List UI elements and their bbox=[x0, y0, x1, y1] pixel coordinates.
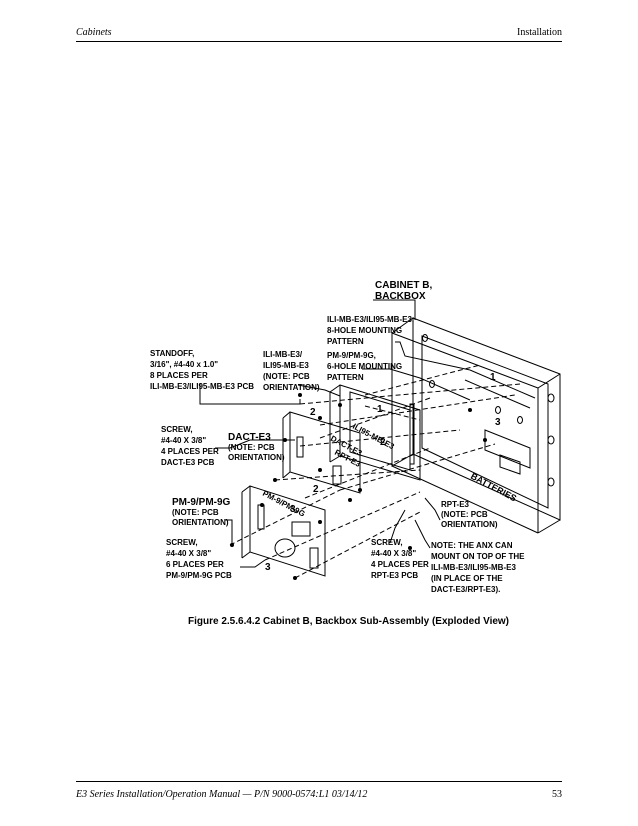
diagram-labels: CABINET B, BACKBOX ILI-MB-E3/ILI95-MB-E3… bbox=[150, 280, 525, 594]
label-screw-dact-2: #4-40 X 3/8" bbox=[161, 436, 206, 445]
callout-2c: 2 bbox=[313, 484, 319, 495]
label-rpt-note: (NOTE: PCB bbox=[441, 510, 488, 519]
header-section-title: Cabinets bbox=[76, 27, 112, 38]
label-screw-rpt: SCREW, bbox=[371, 538, 403, 547]
label-screw-pm: SCREW, bbox=[166, 538, 198, 547]
label-ili-8hole-2: 8-HOLE MOUNTING bbox=[327, 326, 402, 335]
label-pm-6hole: PM-9/PM-9G, bbox=[327, 351, 376, 360]
label-ili-8hole: ILI-MB-E3/ILI95-MB-E3, bbox=[327, 315, 414, 324]
callout-3b: 3 bbox=[290, 504, 296, 515]
header-rule bbox=[76, 41, 562, 42]
label-batteries: BATTERIES bbox=[469, 471, 518, 503]
label-standoff: STANDOFF, bbox=[150, 349, 194, 358]
label-anx-note-4: (IN PLACE OF THE bbox=[431, 574, 503, 583]
label-rpt-note-2: ORIENTATION) bbox=[441, 520, 498, 529]
label-cabinet-b: CABINET B, bbox=[375, 280, 432, 291]
label-screw-pm-2: #4-40 X 3/8" bbox=[166, 549, 211, 558]
label-pm-6hole-2: 6-HOLE MOUNTING bbox=[327, 362, 402, 371]
label-pm-9: PM-9/PM-9G bbox=[172, 497, 231, 508]
label-pm-note: (NOTE: PCB bbox=[172, 508, 219, 517]
label-screw-dact-4: DACT-E3 PCB bbox=[161, 458, 215, 467]
label-screw-rpt-3: 4 PLACES PER bbox=[371, 560, 429, 569]
label-anx-note-3: ILI-MB-E3/ILI95-MB-E3 bbox=[431, 563, 516, 572]
label-backbox: BACKBOX bbox=[375, 291, 426, 302]
assembly-lines bbox=[229, 364, 521, 579]
label-screw-rpt-4: RPT-E3 PCB bbox=[371, 571, 418, 580]
dact-e3-board bbox=[282, 411, 361, 494]
label-pm-6hole-3: PATTERN bbox=[327, 373, 364, 382]
backbox-cabinet bbox=[391, 317, 561, 534]
label-rpt-e3: RPT-E3 bbox=[441, 500, 470, 509]
label-ili-8hole-3: PATTERN bbox=[327, 337, 364, 346]
label-anx-note-2: MOUNT ON TOP OF THE bbox=[431, 552, 525, 561]
label-standoff-4: ILI-MB-E3/ILI95-MB-E3 PCB bbox=[150, 382, 254, 391]
callout-1: 1 bbox=[377, 404, 383, 415]
label-ili-pcb-4: ORIENTATION) bbox=[263, 383, 320, 392]
footer-rule bbox=[76, 781, 562, 782]
board-text-pm: PM-9/PM-9G bbox=[261, 489, 306, 519]
header-chapter-title: Installation bbox=[517, 27, 562, 38]
label-dact-e3: DACT-E3 bbox=[228, 432, 271, 443]
label-screw-dact: SCREW, bbox=[161, 425, 193, 434]
callout-1b: 1 bbox=[490, 372, 496, 383]
footer-manual-title: E3 Series Installation/Operation Manual … bbox=[76, 789, 368, 800]
callout-3: 3 bbox=[495, 417, 501, 428]
label-screw-pm-3: 6 PLACES PER bbox=[166, 560, 224, 569]
label-anx-note: NOTE: THE ANX CAN bbox=[431, 541, 513, 550]
ili-mb-e3-board bbox=[329, 384, 421, 481]
callout-2b: 2 bbox=[380, 437, 386, 448]
label-screw-rpt-2: #4-40 X 3/8" bbox=[371, 549, 416, 558]
label-screw-pm-4: PM-9/PM-9G PCB bbox=[166, 571, 232, 580]
label-ili-pcb: ILI-MB-E3/ bbox=[263, 350, 303, 359]
label-standoff-2: 3/16", #4-40 x 1.0" bbox=[150, 360, 218, 369]
label-anx-note-5: DACT-E3/RPT-E3). bbox=[431, 585, 500, 594]
page-number: 53 bbox=[552, 789, 562, 800]
label-ili-pcb-2: ILI95-MB-E3 bbox=[263, 361, 309, 370]
label-dact-note-2: ORIENTATION) bbox=[228, 453, 285, 462]
label-screw-dact-3: 4 PLACES PER bbox=[161, 447, 219, 456]
figure-caption: Figure 2.5.6.4.2 Cabinet B, Backbox Sub-… bbox=[188, 616, 509, 627]
label-pm-note-2: ORIENTATION) bbox=[172, 518, 229, 527]
leader-lines bbox=[199, 299, 471, 568]
label-dact-note: (NOTE: PCB bbox=[228, 443, 275, 452]
pm-9-board bbox=[241, 485, 326, 577]
callout-3c: 3 bbox=[265, 562, 271, 573]
label-standoff-3: 8 PLACES PER bbox=[150, 371, 208, 380]
label-ili-pcb-3: (NOTE: PCB bbox=[263, 372, 310, 381]
callout-2: 2 bbox=[310, 407, 316, 418]
